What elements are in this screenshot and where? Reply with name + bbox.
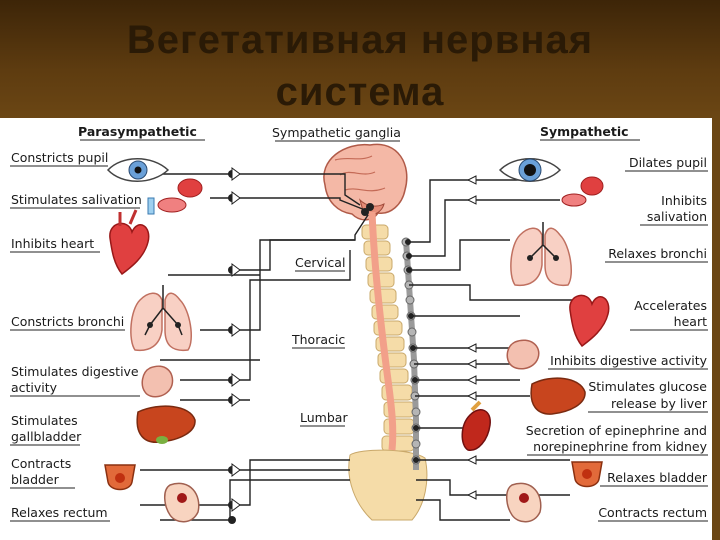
symp-inhibits: Inhibits xyxy=(661,193,707,208)
para-gallbladder: gallbladder xyxy=(11,429,82,444)
spinal-cord xyxy=(368,211,397,451)
symp-secretion-epinephrine: Secretion of epinephrine and xyxy=(525,423,707,438)
rectum-left-illustration xyxy=(164,482,200,523)
lungs-right-illustration xyxy=(510,222,572,287)
eye-left-illustration xyxy=(106,158,170,182)
symp-accelerates: Accelerates xyxy=(634,298,707,313)
para-relaxes-rectum: Relaxes rectum xyxy=(11,505,108,520)
para-inhibits-heart: Inhibits heart xyxy=(11,236,95,251)
header-parasympathetic: Parasympathetic xyxy=(78,124,197,139)
heart-right-illustration xyxy=(569,294,610,348)
symp-contracts-rectum: Contracts rectum xyxy=(598,505,707,520)
label-cervical: Cervical xyxy=(295,255,346,270)
para-stimulates: Stimulates xyxy=(11,413,78,428)
para-constricts-bronchi: Constricts bronchi xyxy=(11,314,125,329)
stomach-left-illustration xyxy=(141,365,174,398)
para-stimulates-salivation: Stimulates salivation xyxy=(11,192,142,207)
arrow-markers xyxy=(231,167,477,512)
symp-relaxes-bronchi: Relaxes bronchi xyxy=(608,246,707,261)
header-sympathetic: Sympathetic xyxy=(540,124,629,139)
para-stimulates-digestive: Stimulates digestive xyxy=(11,364,139,379)
title-line-2: система xyxy=(275,70,445,114)
para-constricts-pupil: Constricts pupil xyxy=(11,150,109,165)
label-underlines xyxy=(10,139,708,522)
bladder-right-illustration xyxy=(571,461,603,488)
liver-right-illustration xyxy=(530,377,586,415)
symp-stimulates-glucose: Stimulates glucose xyxy=(588,379,707,394)
symp-norepinephrine-kidney: norepinephrine from kidney xyxy=(533,439,707,454)
bladder-left-illustration xyxy=(104,464,136,491)
symp-inhibits-digestive: Inhibits digestive activity xyxy=(550,353,707,368)
page-title: Вегетативная нервная система xyxy=(0,14,720,118)
symp-release-by-liver: release by liver xyxy=(610,396,707,411)
label-lumbar: Lumbar xyxy=(300,410,348,425)
stomach-right-illustration xyxy=(506,339,540,370)
heart-left-illustration xyxy=(109,209,150,276)
liver-left-illustration xyxy=(136,405,196,444)
symp-relaxes-bladder: Relaxes bladder xyxy=(607,470,707,485)
lungs-left-illustration xyxy=(130,285,192,352)
symp-heart: heart xyxy=(673,314,707,329)
para-activity: activity xyxy=(11,380,58,395)
salivary-gland-left-illustration xyxy=(147,178,203,215)
sympathetic-ganglia-dots xyxy=(405,239,419,463)
symp-dilates-pupil: Dilates pupil xyxy=(628,155,707,170)
para-bladder: bladder xyxy=(11,472,59,487)
title-line-1: Вегетативная нервная xyxy=(126,18,594,62)
rectum-right-illustration xyxy=(506,482,542,523)
salivary-gland-right-illustration xyxy=(561,176,604,207)
para-contracts: Contracts xyxy=(11,456,72,471)
label-thoracic: Thoracic xyxy=(292,332,346,347)
kidney-right-illustration xyxy=(461,400,491,451)
right-edge-strip xyxy=(712,118,720,540)
title-banner: Вегетативная нервная система xyxy=(0,0,720,118)
header-sympathetic-ganglia: Sympathetic ganglia xyxy=(272,125,401,140)
eye-right-illustration xyxy=(498,158,562,182)
symp-salivation: salivation xyxy=(646,209,707,224)
